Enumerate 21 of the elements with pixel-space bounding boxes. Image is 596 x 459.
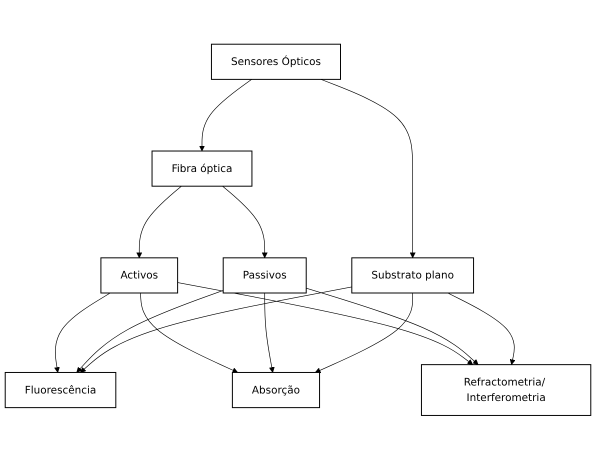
arrow xyxy=(306,288,478,365)
node-box: Passivos xyxy=(222,257,307,294)
node-box: Fibra óptica xyxy=(152,150,252,186)
node-box: Fluorescência xyxy=(4,372,116,408)
arrow xyxy=(177,282,474,365)
arrow xyxy=(222,186,268,258)
arrow xyxy=(199,78,252,151)
node-box: Absorção xyxy=(232,372,320,408)
node-box: Substrato plano xyxy=(351,257,474,294)
node-box: Activos xyxy=(100,257,178,294)
arrow xyxy=(314,292,413,373)
arrow xyxy=(80,286,352,372)
arrow xyxy=(447,292,516,365)
arrow xyxy=(320,78,416,258)
node-box: Sensores Ópticos xyxy=(210,43,341,80)
arrow xyxy=(76,290,224,372)
arrow xyxy=(140,292,238,373)
arrow xyxy=(264,292,275,372)
arrow xyxy=(136,186,182,258)
node-box: Refractometria/ Interferometria xyxy=(420,364,592,416)
arrow xyxy=(54,292,111,372)
